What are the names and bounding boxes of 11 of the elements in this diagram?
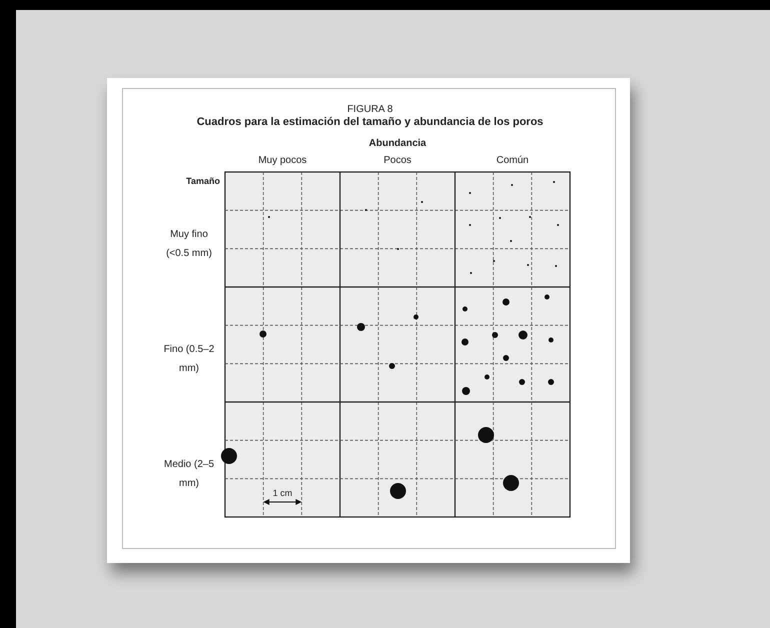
row-header: Medio (2–5 mm)	[162, 458, 216, 491]
axis-title: Tamaño	[185, 176, 220, 186]
column-header: Muy pocos	[257, 155, 308, 166]
figure-number: FIGURA 8	[346, 104, 394, 115]
figure-title: Cuadros para la estimación del tamaño y abundancia de los poros	[196, 116, 544, 128]
row-header: Muy fino (<0.5 mm)	[165, 228, 213, 261]
column-header: Pocos	[382, 155, 412, 166]
axis-title: Abundancia	[368, 138, 428, 149]
dimension-label: 1 cm	[272, 488, 294, 498]
row-header: Fino (0.5–2 mm)	[162, 343, 216, 376]
column-header: Común	[495, 155, 530, 166]
